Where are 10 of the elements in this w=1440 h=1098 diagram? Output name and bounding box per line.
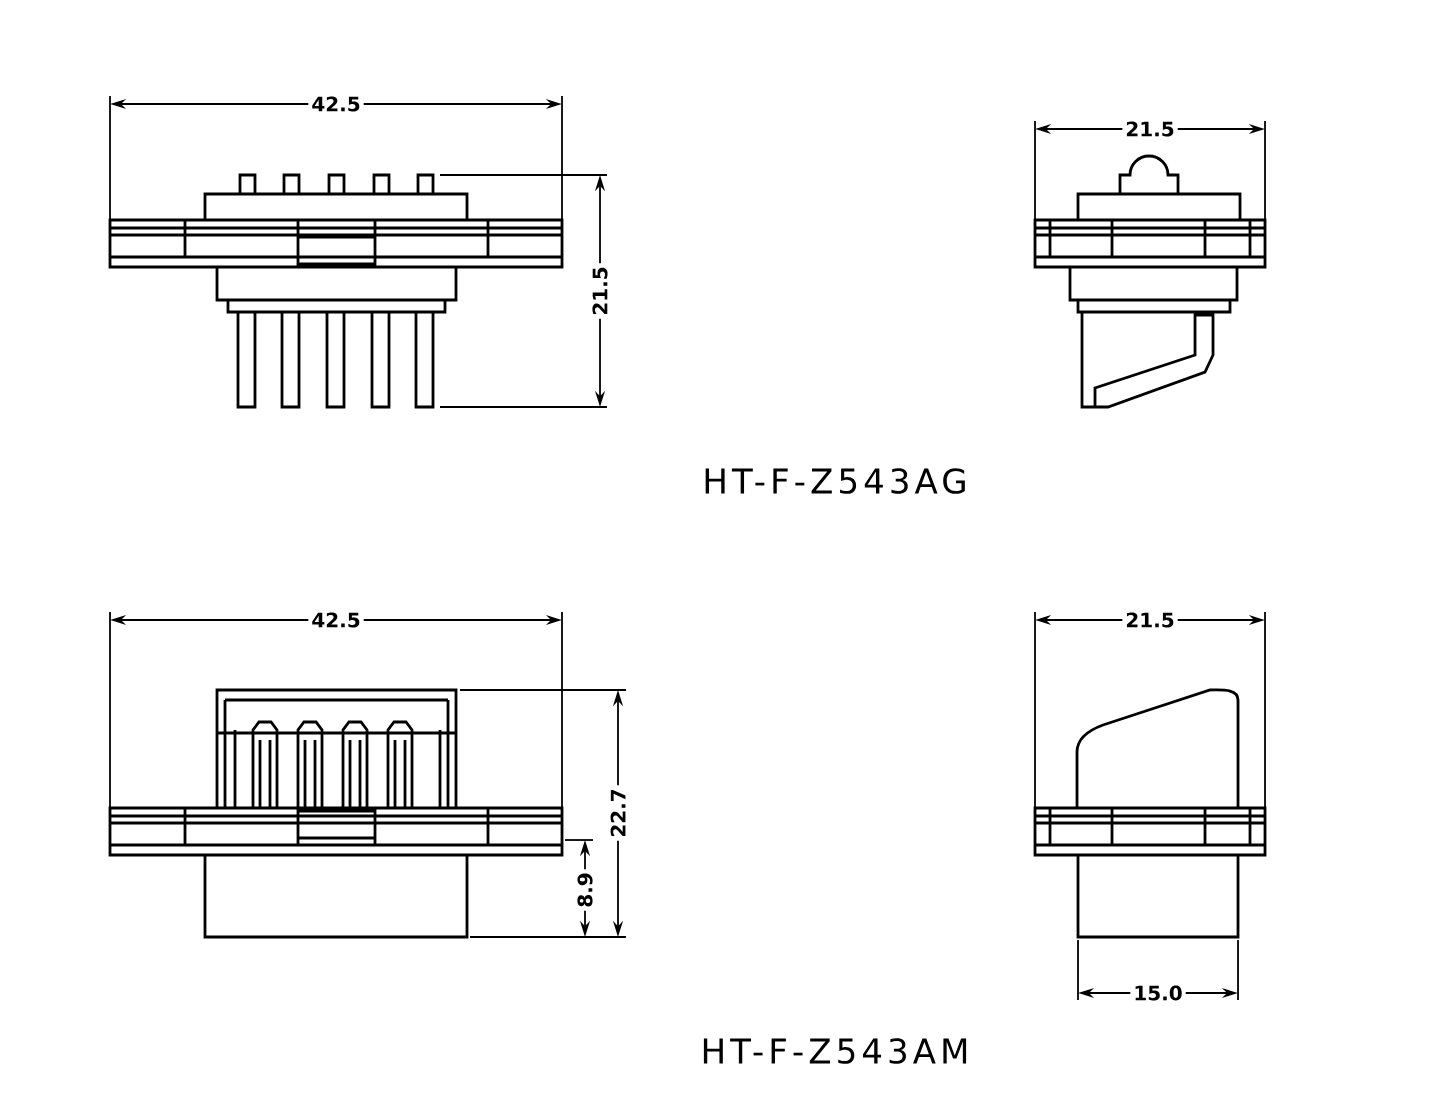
part-number: HT-F-Z543AM	[703, 1038, 967, 1064]
dimension-text: 21.5	[1122, 609, 1178, 631]
dimension-text: 42.5	[308, 93, 364, 115]
dimension-text: 15.0	[1130, 982, 1186, 1004]
dimension-text: 21.5	[589, 263, 611, 319]
dimension-text: 22.7	[607, 785, 629, 841]
dimension-text: 42.5	[308, 609, 364, 631]
dimension-text: 21.5	[1122, 118, 1178, 140]
dimension-text: 8.9	[574, 869, 596, 911]
part-number: HT-F-Z543AG	[705, 468, 965, 494]
